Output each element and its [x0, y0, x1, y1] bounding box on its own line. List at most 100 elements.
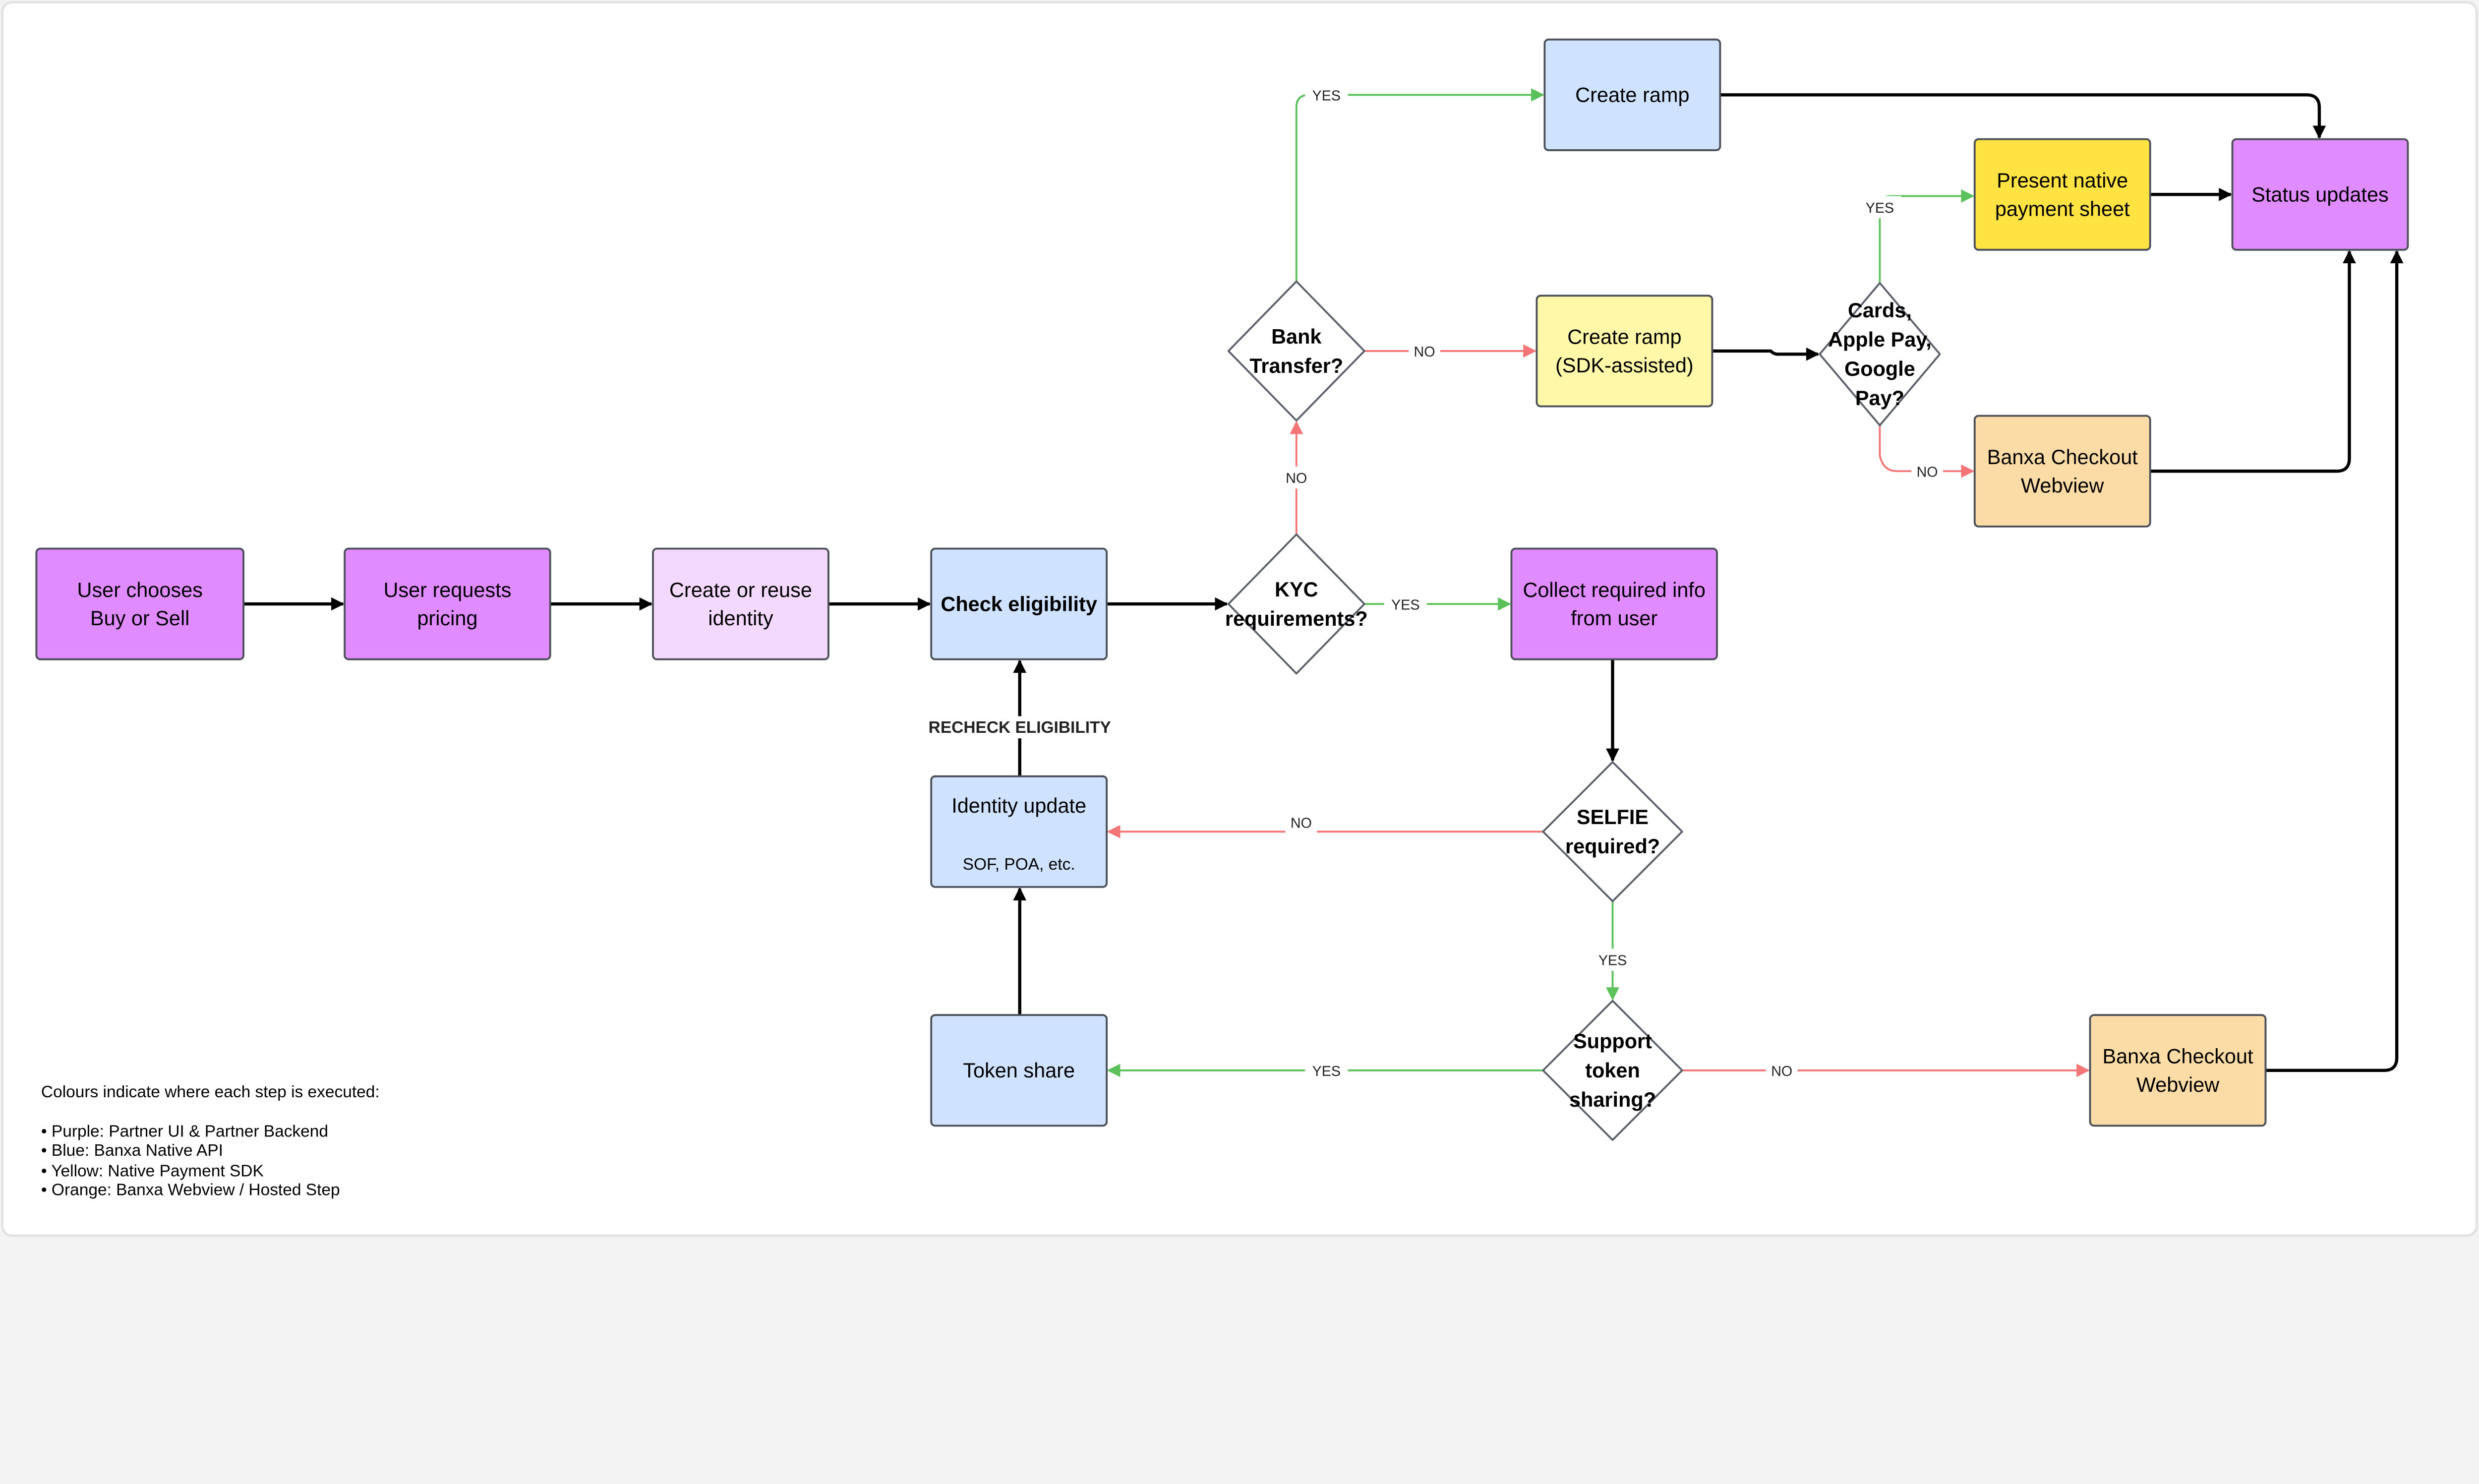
node-label: Webview [2136, 1073, 2220, 1096]
edge-label-bg [923, 716, 1117, 739]
edge-banxa-checkout-webview-bottom-to-status-updates [2265, 250, 2404, 1072]
node-label: (SDK-assisted) [1555, 354, 1694, 377]
node-label: Cards, [1848, 298, 1912, 322]
node-label: Banxa Checkout [2102, 1044, 2253, 1068]
step-box [1973, 415, 2151, 528]
node-label: Create or reuse [669, 578, 812, 601]
step-collect-required-info[interactable]: Collect required info from user [1510, 547, 1718, 660]
decision-diamond [1819, 282, 1941, 426]
step-present-native-payment-sheet[interactable]: Present native payment sheet [1973, 138, 2151, 251]
edge-banxa-checkout-webview-top-to-status-updates [2150, 250, 2356, 473]
step-status-updates[interactable]: Status updates [2231, 138, 2409, 251]
step-box [1543, 38, 1721, 151]
edge-label-bg [1285, 811, 1317, 833]
step-box [2231, 138, 2409, 251]
node-label: Apple Pay, [1828, 328, 1932, 351]
legend-item: • Purple: Partner UI & Partner Backend [41, 1123, 328, 1141]
edge-label-no: NO [1771, 1064, 1792, 1079]
node-label: sharing? [1569, 1088, 1656, 1111]
legend-title: Colours indicate where each step is exec… [41, 1083, 380, 1101]
step-check-eligibility[interactable]: Check eligibility [930, 547, 1108, 660]
edge-label-yes: YES [1598, 953, 1627, 969]
node-label: payment sheet [1995, 197, 2130, 220]
step-token-share[interactable]: Token share [930, 1014, 1108, 1127]
node-label: Google [1844, 357, 1915, 380]
node-label: Transfer? [1249, 354, 1343, 377]
node-label: Webview [2021, 474, 2104, 497]
edge-label-bg [1911, 460, 1943, 482]
node-label: User chooses [77, 578, 203, 601]
node-label: Support [1573, 1029, 1652, 1053]
edge-label-bg [1409, 340, 1440, 362]
node-label: KYC [1275, 578, 1318, 601]
node-label: Buy or Sell [90, 606, 189, 630]
edge-label-no: NO [1286, 471, 1307, 486]
step-box [35, 547, 244, 660]
edge-label-yes: YES [1866, 200, 1894, 216]
edge-label-bg [1305, 84, 1348, 106]
node-label: Create ramp [1575, 83, 1689, 107]
node-label: Status updates [2251, 183, 2388, 206]
edge-create-ramp-sdk-to-cards-apple-google-pay [1712, 347, 1820, 361]
step-box [930, 775, 1108, 888]
step-box [344, 547, 551, 660]
edge-label-no: NO [1917, 464, 1938, 480]
edge-label-no: NO [1414, 344, 1435, 360]
node-label: Banxa Checkout [1987, 445, 2138, 469]
node-label: from user [1571, 606, 1657, 630]
step-create-or-reuse-identity[interactable]: Create or reuse identity [652, 547, 829, 660]
edge-label-bg [1766, 1059, 1798, 1082]
node-label: User requests [383, 578, 511, 601]
node-label: Present native [1997, 169, 2128, 192]
edge-label-yes: YES [1312, 1064, 1341, 1079]
edge-label-no: NO [1291, 815, 1312, 831]
flowchart-canvas: YES NO YES NO YES NO NO YES YES NO RECHECK ELIGIBI… [1, 1, 2478, 1237]
edge-create-ramp-to-status-updates [1720, 93, 2326, 139]
edge-label-bg [1858, 196, 1901, 219]
node-label: Check eligibility [941, 592, 1097, 615]
step-create-ramp[interactable]: Create ramp [1543, 38, 1721, 151]
node-label: Pay? [1855, 386, 1904, 410]
node-label: Identity update [951, 794, 1086, 817]
recheck-eligibility-label: RECHECK ELIGIBILITY [929, 718, 1111, 737]
legend-item: • Blue: Banxa Native API [41, 1141, 223, 1160]
node-label: pricing [417, 606, 477, 630]
color-legend: Colours indicate where each step is exec… [41, 1083, 380, 1199]
decision-diamond [1227, 533, 1365, 675]
step-box [930, 1014, 1108, 1127]
node-label: Bank [1271, 325, 1322, 348]
step-create-ramp-sdk[interactable]: Create ramp (SDK-assisted) [1535, 295, 1713, 408]
decision-diamond [1542, 761, 1683, 902]
step-box [930, 547, 1108, 660]
edge-label-bg [1280, 466, 1312, 489]
node-sublabel: SOF, POA, etc. [963, 855, 1075, 874]
edge-cards-apple-google-pay-to-banxa-checkout-webview-top [1879, 425, 1975, 478]
node-label: Token share [963, 1059, 1075, 1082]
step-box [652, 547, 829, 660]
edge-label-yes: YES [1312, 88, 1341, 104]
step-box [2089, 1014, 2267, 1127]
edge-label-bg [1591, 949, 1634, 971]
node-label: requirements? [1225, 607, 1368, 630]
decision-diamond [1227, 280, 1365, 422]
decision-kyc-requirements[interactable]: KYC requirements? [1225, 533, 1368, 675]
node-label: Collect required info [1523, 578, 1706, 601]
node-label: identity [708, 606, 773, 630]
edges-layer: YES NO YES NO YES NO NO YES YES NO RECHECK ELIGIBI… [243, 84, 2404, 1082]
step-box [1510, 547, 1718, 660]
step-user-requests-pricing[interactable]: User requests pricing [344, 547, 551, 660]
edge-label-yes: YES [1391, 597, 1419, 613]
node-label: Create ramp [1567, 325, 1681, 349]
node-label: SELFIE [1577, 805, 1649, 829]
step-box [1973, 138, 2151, 251]
edge-label-bg [1384, 593, 1427, 615]
legend-item: • Orange: Banxa Webview / Hosted Step [41, 1181, 340, 1199]
